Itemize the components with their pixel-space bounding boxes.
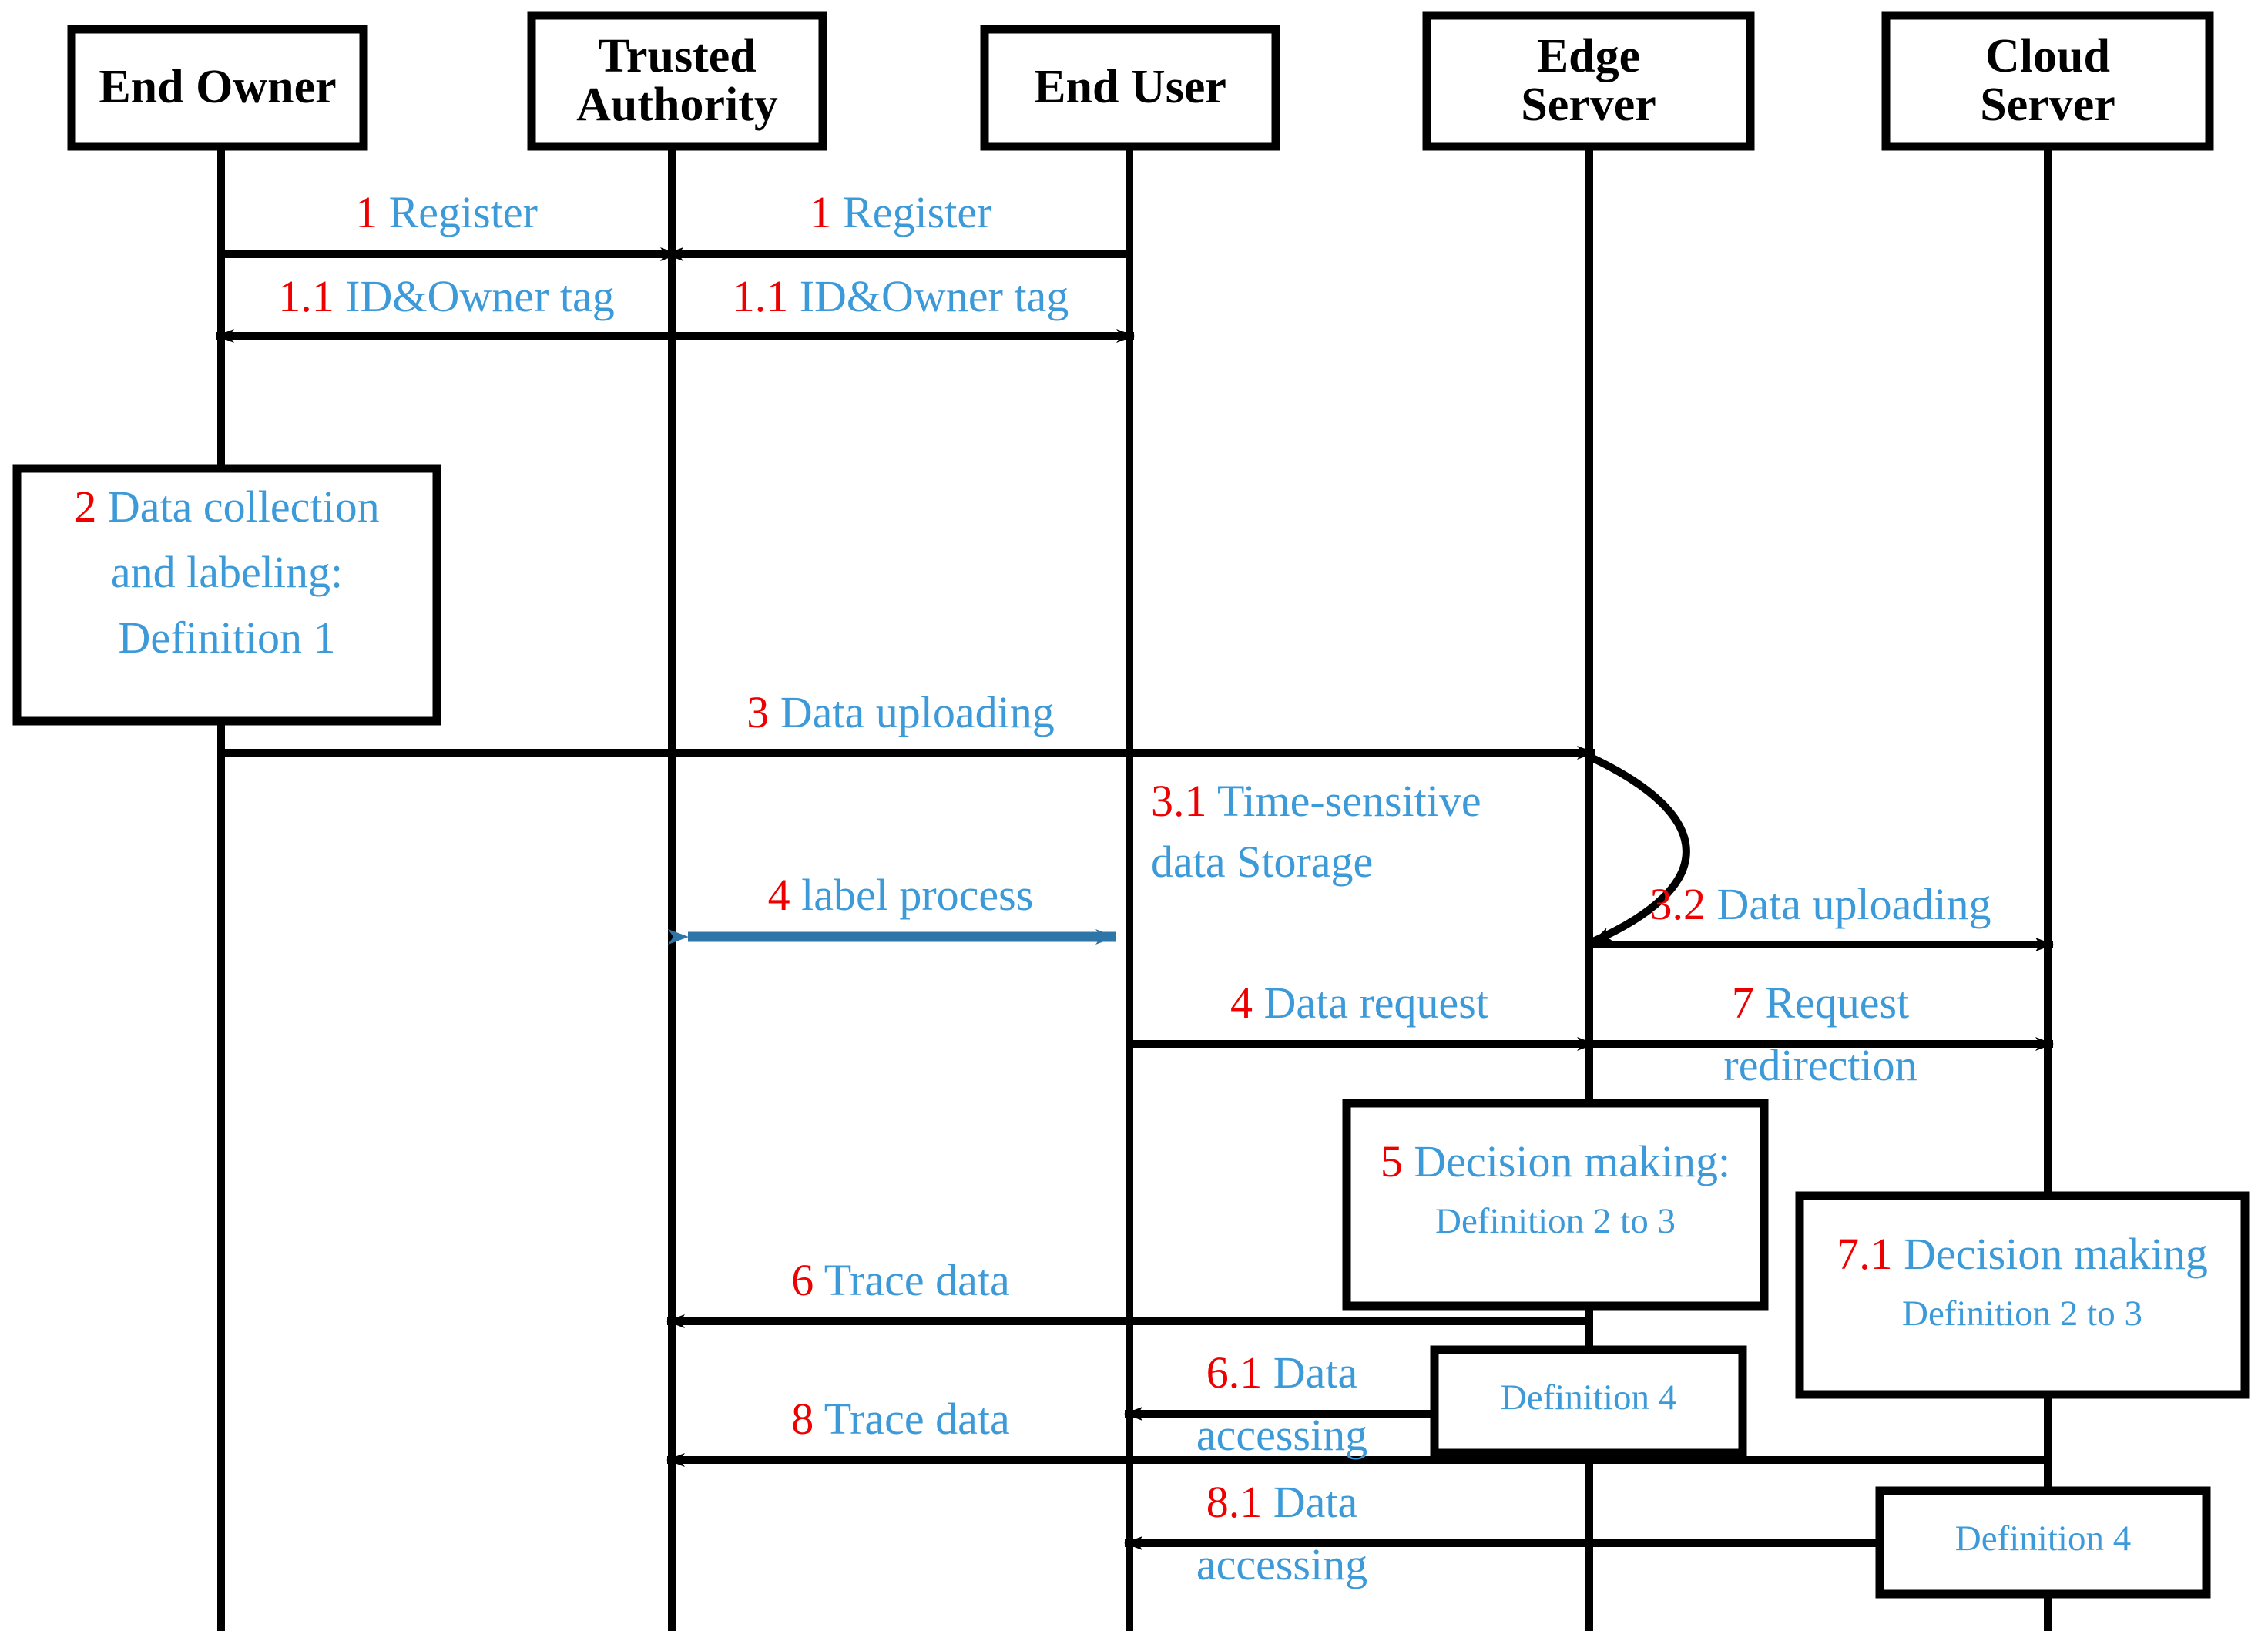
actor-label-end-owner: End Owner	[72, 29, 364, 146]
note-definition-4-cloud-text: Definition 4	[1954, 1519, 2132, 1559]
actor-label-edge-server-line2: Server	[1521, 79, 1656, 131]
actor-label-cloud-server-line2: Server	[1980, 79, 2115, 131]
actor-label-edge-server: Edge Server	[1427, 15, 1750, 146]
note-box-7-1	[1795, 1191, 2250, 1399]
message-number-1-register-owner: 1	[355, 187, 389, 237]
message-label-1-register-owner: 1 Register	[221, 187, 672, 237]
message-label-6-trace-data: 6 Trace data	[672, 1257, 1129, 1304]
message-label-1-register-user: 1 Register	[672, 187, 1129, 237]
note-7-1-line2: Definition 2 to 3	[1902, 1293, 2142, 1334]
message-label-6-1-data-accessing: 6.1 Data accessing	[1129, 1347, 1434, 1460]
note-box-2	[12, 464, 441, 726]
message-number-3-2: 3.2	[1649, 879, 1717, 929]
note-boxes	[12, 464, 2250, 1599]
message-text-7-line1: Request	[1765, 978, 1910, 1028]
message-label-3-2-data-uploading: 3.2 Data uploading	[1589, 881, 2052, 928]
message-number-4-data-request: 4	[1230, 978, 1264, 1028]
message-text-7-line2: redirection	[1723, 1039, 1917, 1090]
note-5-line1: Decision making:	[1414, 1136, 1731, 1186]
message-text-8-trace-data: Trace data	[824, 1394, 1010, 1444]
message-text-1-1-idtag-user: ID&Owner tag	[799, 271, 1069, 321]
message-label-7-request-redirection: 7 Request redirection	[1589, 978, 2052, 1090]
message-label-3-data-uploading: 3 Data uploading	[672, 687, 1129, 737]
message-number-4-label-process: 4	[767, 870, 802, 920]
arrow-3-1-self-loop	[1587, 753, 1690, 945]
message-number-1-1-idtag-owner: 1.1	[278, 271, 346, 321]
message-text-3-data-uploading: Data uploading	[780, 687, 1055, 737]
message-number-3-1: 3.1	[1151, 776, 1217, 826]
message-text-1-1-idtag-owner: ID&Owner tag	[345, 271, 615, 321]
note-5-content: 5 Decision making: Definition 2 to 3	[1347, 1136, 1764, 1241]
note-5-line2: Definition 2 to 3	[1435, 1200, 1676, 1241]
message-number-8-trace-data: 8	[791, 1394, 824, 1444]
message-number-1-1-idtag-user: 1.1	[732, 271, 800, 321]
note-7-1-number: 7.1	[1837, 1229, 1904, 1279]
message-label-8-1-data-accessing: 8.1 Data accessing	[1129, 1477, 1434, 1589]
actor-label-trusted-authority-line2: Authority	[576, 79, 778, 131]
note-2-line1: Data collection	[107, 482, 380, 532]
message-label-1-1-idtag-owner: 1.1 ID&Owner tag	[221, 271, 672, 321]
message-text-8-1-line1: Data	[1273, 1477, 1358, 1527]
message-text-4-data-request: Data request	[1263, 978, 1488, 1028]
actor-box-trusted-authority	[527, 11, 827, 151]
message-text-1-register-owner: Register	[388, 187, 538, 237]
message-text-8-1-line2: accessing	[1196, 1539, 1368, 1589]
message-number-1-register-user: 1	[809, 187, 844, 237]
message-text-3-1-line1: Time-sensitive	[1216, 776, 1481, 826]
message-number-7: 7	[1731, 978, 1766, 1028]
actor-label-cloud-server-line1: Cloud	[1985, 29, 2110, 82]
actor-label-end-user-text: End User	[1034, 61, 1226, 114]
message-number-8-1: 8.1	[1206, 1477, 1273, 1527]
note-7-1-content: 7.1 Decision making Definition 2 to 3	[1800, 1229, 2245, 1334]
note-7-1-line1: Decision making	[1904, 1229, 2208, 1279]
message-label-8-trace-data: 8 Trace data	[672, 1394, 1129, 1444]
message-label-3-1-time-sensitive-storage: 3.1 Time-sensitive data Storage	[1151, 776, 1598, 887]
message-text-1-register-user: Register	[843, 187, 992, 237]
note-2-number: 2	[74, 482, 108, 532]
message-label-4-data-request: 4 Data request	[1129, 978, 1589, 1028]
message-text-6-1-line2: accessing	[1196, 1409, 1368, 1460]
actor-label-end-owner-text: End Owner	[99, 61, 337, 114]
message-text-6-1-line1: Data	[1273, 1347, 1358, 1398]
note-2-line2: and labeling:	[110, 546, 344, 597]
message-text-3-1-line2: data Storage	[1151, 836, 1374, 887]
message-number-3-data-uploading: 3	[746, 687, 780, 737]
message-label-4-label-process: 4 label process	[672, 870, 1129, 920]
note-box-definition-4-cloud	[1875, 1486, 2211, 1599]
actor-label-end-user: End User	[985, 29, 1276, 146]
message-number-6-1: 6.1	[1206, 1347, 1273, 1398]
note-definition-4-cloud-content: Definition 4	[1880, 1519, 2206, 1559]
message-number-6-trace-data: 6	[791, 1255, 824, 1305]
message-text-6-trace-data: Trace data	[824, 1255, 1010, 1305]
actor-label-trusted-authority-line1: Trusted	[598, 29, 757, 82]
note-definition-4-edge-text: Definition 4	[1500, 1378, 1677, 1418]
note-2-content: 2 Data collection and labeling: Definiti…	[17, 482, 437, 663]
message-text-4-label-process: label process	[801, 870, 1034, 920]
actor-label-edge-server-line1: Edge	[1536, 29, 1641, 82]
note-box-definition-4-edge	[1430, 1345, 1747, 1458]
note-5-number: 5	[1380, 1136, 1414, 1186]
note-2-line3: Definition 1	[118, 612, 336, 663]
actor-label-trusted-authority: Trusted Authority	[532, 15, 823, 146]
note-definition-4-edge-content: Definition 4	[1434, 1378, 1743, 1418]
actor-label-cloud-server: Cloud Server	[1886, 15, 2209, 146]
actor-header-boxes	[67, 11, 2214, 151]
actor-box-edge-server	[1422, 11, 1755, 151]
message-text-3-2: Data uploading	[1716, 879, 1991, 929]
note-box-5	[1342, 1099, 1769, 1311]
message-label-1-1-idtag-user: 1.1 ID&Owner tag	[672, 271, 1129, 321]
